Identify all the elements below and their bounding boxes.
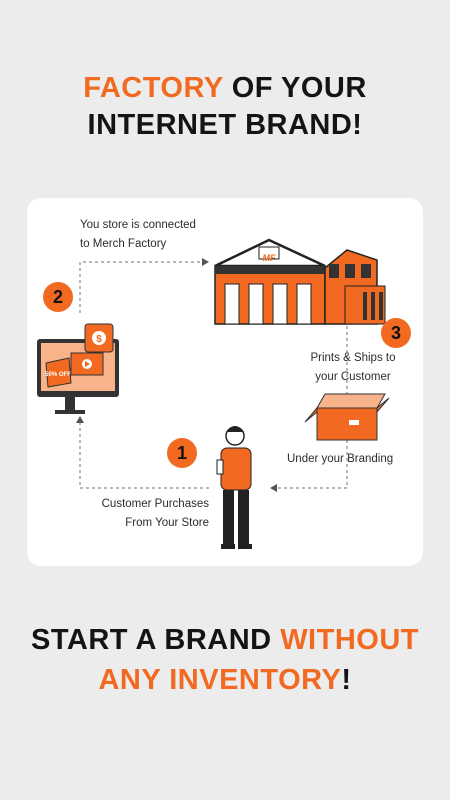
headline-bottom-accent1: WITHOUT (280, 624, 419, 656)
diagram-illustration: MF $ 50% OFF (37, 238, 390, 549)
step2-label-line1: You store is connected (80, 219, 196, 231)
arrow-head-to-customer (270, 484, 277, 492)
step3-label: Prints & Ships to your Customer (303, 349, 403, 387)
step1-label-line2: From Your Store (125, 517, 209, 529)
diagram-card: MF $ 50% OFF (27, 198, 423, 566)
headline-bottom: START A BRAND WITHOUT ANY INVENTORY! (0, 620, 450, 700)
arrow-head-to-factory (202, 258, 209, 266)
headline-top: FACTORY OF YOUR INTERNET BRAND! (0, 70, 450, 144)
step2-label-line2: to Merch Factory (80, 238, 167, 250)
factory-building-icon (214, 238, 386, 325)
step3-badge: 3 (381, 318, 411, 348)
factory-logo: MF (263, 253, 276, 263)
headline-top-rest: OF YOUR (223, 72, 367, 104)
step1-badge: 1 (167, 438, 197, 468)
headline-bottom-part1: START A BRAND (31, 624, 281, 656)
arrow-head-to-store (76, 416, 84, 423)
monitor-store-icon (37, 323, 119, 414)
step2-badge: 2 (43, 282, 73, 312)
step3-label-line1: Prints & Ships to (310, 352, 396, 364)
promo-badge: 50% OFF (45, 372, 71, 378)
flow-lines (79, 261, 348, 489)
headline-bottom-end: ! (341, 664, 352, 696)
shipping-box-icon (304, 393, 390, 441)
step2-label: You store is connected to Merch Factory (80, 216, 196, 254)
headline-bottom-accent2: ANY INVENTORY (98, 664, 342, 696)
dollar-tag: $ (96, 334, 102, 345)
customer-person-icon (216, 426, 252, 549)
headline-top-line2: INTERNET BRAND! (87, 109, 363, 141)
branding-label: Under your Branding (287, 453, 394, 465)
step1-label: Customer Purchases From Your Store (89, 495, 209, 533)
step1-label-line1: Customer Purchases (101, 498, 209, 510)
headline-top-accent: FACTORY (83, 72, 224, 104)
step3-label-line2: your Customer (315, 371, 391, 383)
